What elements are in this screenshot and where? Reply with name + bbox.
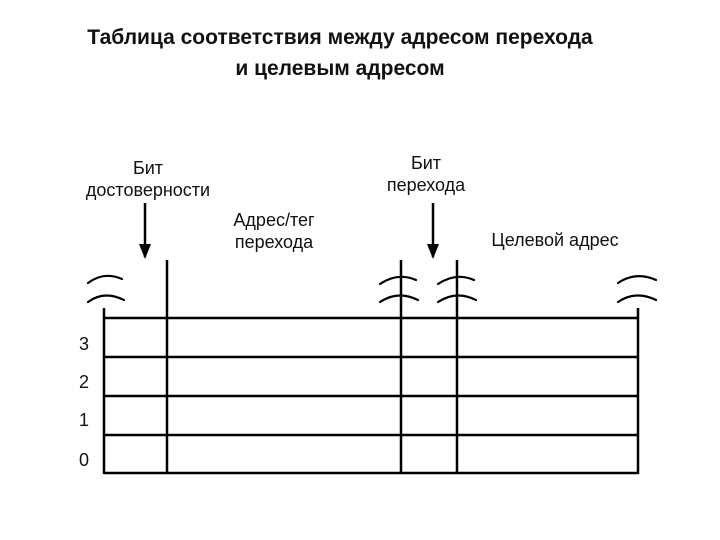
break-marks <box>86 274 658 304</box>
break-mark-left <box>86 274 126 304</box>
tag-label-line-1: Адрес/тег <box>233 210 315 230</box>
break-mark-tag <box>378 275 420 304</box>
row-lines <box>104 316 638 475</box>
row-number-0: 0 <box>78 450 89 470</box>
branch-bit-arrowhead <box>427 244 439 259</box>
row-number-1: 1 <box>78 410 89 430</box>
break-mark-right <box>616 275 658 304</box>
title-line-1: Таблица соответствия между адресом перех… <box>87 26 593 49</box>
title-line-2: и целевым адресом <box>235 57 445 80</box>
target-address-label: Целевой адрес <box>491 230 619 250</box>
valid-bit-arrowhead <box>139 244 151 259</box>
tag-label: Адрес/тег перехода <box>212 209 336 253</box>
tag-label-line-2: перехода <box>234 232 314 252</box>
valid-bit-label-line-1: Бит <box>132 158 164 178</box>
column-lines <box>102 260 640 474</box>
valid-bit-label-line-2: достоверности <box>85 180 211 200</box>
branch-bit-label-line-1: Бит <box>410 153 442 173</box>
valid-bit-label: Бит достоверности <box>68 157 228 201</box>
row-number-3: 3 <box>78 334 89 354</box>
diagram-title: Таблица соответствия между адресом перех… <box>0 22 680 84</box>
break-mark-branch <box>436 275 478 304</box>
branch-bit-label-line-2: перехода <box>386 175 466 195</box>
branch-bit-label: Бит перехода <box>370 152 482 196</box>
row-number-2: 2 <box>78 372 89 392</box>
